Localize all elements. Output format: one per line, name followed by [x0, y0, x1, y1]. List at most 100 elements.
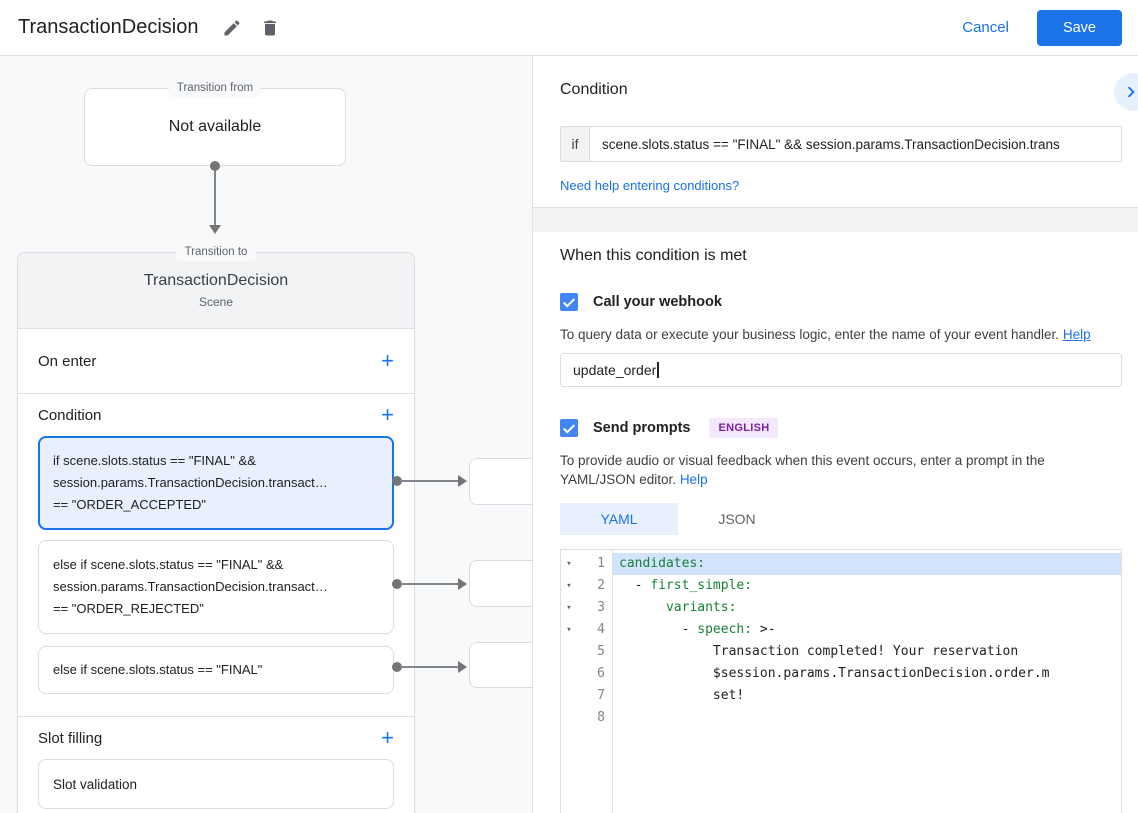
add-condition-button[interactable]: +	[381, 402, 394, 427]
editor-gutter: ▾ 1 ▾ 2 ▾ 3 ▾ 4 5 6 7 8	[561, 550, 613, 813]
send-prompts-checkbox[interactable]	[560, 419, 578, 437]
code-line[interactable]: set!	[712, 688, 745, 703]
if-prefix-label: if	[560, 126, 590, 162]
save-button[interactable]: Save	[1036, 9, 1122, 46]
condition-card-final[interactable]: else if scene.slots.status == "FINAL"	[38, 646, 394, 694]
call-webhook-checkbox[interactable]	[560, 293, 578, 311]
prompts-desc: To provide audio or visual feedback when…	[560, 451, 1118, 489]
connector-line	[400, 480, 458, 482]
delete-icon[interactable]	[256, 14, 284, 42]
fold-arrow-icon[interactable]: ▾	[566, 559, 572, 569]
send-prompts-row: Send prompts ENGLISH	[560, 418, 1122, 438]
line-number: 6	[597, 666, 605, 681]
chevron-right-icon	[1127, 86, 1135, 98]
webhook-help-link[interactable]: Help	[1062, 327, 1091, 342]
slot-validation-card[interactable]: Slot validation	[38, 759, 394, 809]
line-number: 2	[597, 578, 605, 593]
code-line[interactable]: Transaction completed! Your reservation	[712, 644, 1019, 659]
transition-from-content: Not available	[168, 118, 262, 135]
connector-line	[400, 666, 458, 668]
text-cursor	[657, 362, 659, 378]
arrow-right-icon	[458, 578, 467, 590]
line-number: 4	[597, 622, 605, 637]
arrow-right-icon	[458, 475, 467, 487]
code-line[interactable]	[613, 707, 1121, 729]
connector-dot	[392, 662, 402, 672]
transition-target-box[interactable]	[469, 560, 532, 607]
code-line[interactable]: - first_simple:	[619, 578, 753, 593]
condition-section: Condition + if scene.slots.status == "FI…	[18, 394, 414, 717]
slot-filling-label: Slot filling	[38, 729, 103, 747]
scene-type-label: Scene	[198, 295, 234, 309]
transition-target-box[interactable]	[469, 458, 532, 505]
scene-card-header[interactable]: TransactionDecision Scene	[18, 253, 414, 329]
tab-json[interactable]: JSON	[718, 511, 756, 527]
line-number: 8	[597, 710, 605, 725]
collapse-panel-button[interactable]	[1114, 73, 1138, 111]
cancel-button[interactable]: Cancel	[962, 19, 1009, 36]
webhook-desc: To query data or execute your business l…	[560, 325, 1118, 344]
arrow-down-icon	[209, 225, 221, 234]
transition-to-label: Transition to	[176, 244, 256, 261]
send-prompts-label: Send prompts	[593, 420, 691, 436]
fold-arrow-icon[interactable]: ▾	[566, 581, 572, 591]
call-webhook-label: Call your webhook	[593, 294, 722, 310]
arrow-right-icon	[458, 661, 467, 673]
event-handler-value: update_order	[573, 362, 657, 378]
editor-code-area[interactable]: candidates: - first_simple: variants: - …	[613, 550, 1121, 813]
code-line[interactable]: candidates:	[613, 553, 1121, 575]
code-line[interactable]: $session.params.TransactionDecision.orde…	[712, 666, 1050, 681]
condition-expression-input[interactable]: scene.slots.status == "FINAL" && session…	[590, 126, 1122, 162]
prompts-help-link[interactable]: Help	[679, 472, 708, 487]
line-number: 7	[597, 688, 605, 703]
line-number: 1	[597, 556, 605, 571]
add-on-enter-button[interactable]: +	[381, 348, 394, 373]
app-bar-left: TransactionDecision	[18, 14, 284, 42]
line-number: 3	[597, 600, 605, 615]
line-number: 5	[597, 644, 605, 659]
slot-filling-section: Slot filling + Slot validation	[18, 717, 414, 809]
slot-filling-head: Slot filling +	[18, 717, 414, 759]
condition-editor-panel: Condition if scene.slots.status == "FINA…	[532, 56, 1138, 813]
transition-target-box[interactable]	[469, 642, 532, 688]
transition-from-box: Transition from Not available	[84, 80, 346, 166]
scene-canvas: Transition from Not available Transition…	[0, 56, 532, 813]
edit-icon[interactable]	[218, 14, 246, 42]
on-enter-row: On enter +	[18, 329, 414, 394]
code-line[interactable]: variants:	[665, 600, 737, 615]
connector-line	[214, 171, 216, 225]
event-handler-input[interactable]: update_order	[560, 353, 1122, 387]
code-line[interactable]: - speech: >-	[619, 622, 776, 637]
connector-dot	[392, 476, 402, 486]
tab-yaml[interactable]: YAML	[560, 503, 678, 535]
condition-card-rejected[interactable]: else if scene.slots.status == "FINAL" &&…	[38, 540, 394, 634]
app-bar: TransactionDecision Cancel Save	[0, 0, 1138, 56]
condition-met-title: When this condition is met	[560, 247, 747, 264]
connector-dot	[210, 161, 220, 171]
main-area: Transition from Not available Transition…	[0, 56, 1138, 813]
scene-name: TransactionDecision	[143, 272, 289, 289]
language-badge: ENGLISH	[709, 418, 779, 438]
scene-card: Transition to TransactionDecision Scene …	[17, 244, 415, 813]
yaml-editor: ▾ 1 ▾ 2 ▾ 3 ▾ 4 5 6 7 8 candidates: - first_…	[560, 549, 1122, 813]
webhook-desc-text: To query data or execute your business l…	[560, 327, 1060, 342]
prompts-desc-text: To provide audio or visual feedback when…	[560, 453, 1045, 487]
fold-arrow-icon[interactable]: ▾	[566, 625, 572, 635]
section-divider	[533, 207, 1138, 232]
add-slot-button[interactable]: +	[381, 725, 394, 750]
condition-section-head: Condition +	[18, 394, 414, 436]
webhook-row: Call your webhook	[560, 292, 1122, 312]
condition-expression-row: if scene.slots.status == "FINAL" && sess…	[560, 126, 1122, 162]
on-enter-label: On enter	[38, 352, 97, 370]
app-bar-right: Cancel Save	[962, 9, 1122, 46]
panel-title: Condition	[560, 81, 628, 98]
fold-arrow-icon[interactable]: ▾	[566, 603, 572, 613]
condition-label: Condition	[38, 406, 102, 424]
connector-line	[400, 583, 458, 585]
transition-from-label: Transition from	[168, 80, 262, 97]
page-title: TransactionDecision	[18, 16, 199, 38]
condition-help-link[interactable]: Need help entering conditions?	[560, 178, 740, 193]
connector-dot	[392, 579, 402, 589]
condition-card-accepted[interactable]: if scene.slots.status == "FINAL" && sess…	[38, 436, 394, 530]
